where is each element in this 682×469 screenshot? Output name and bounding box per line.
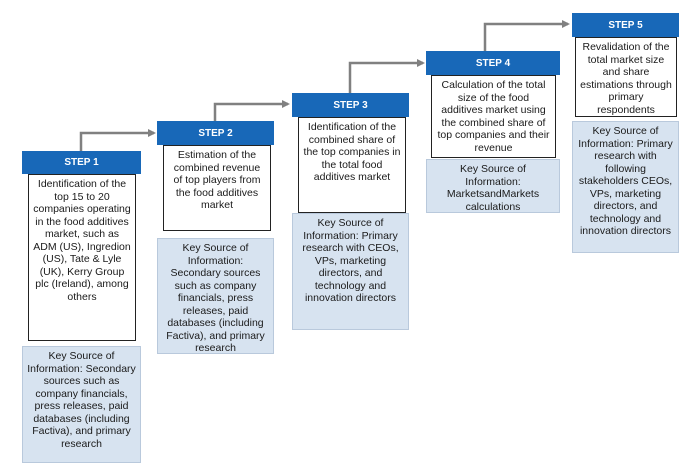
step-3-source: Key Source of Information: Primary resea…	[292, 213, 409, 330]
step-3-header: STEP 3	[292, 93, 409, 117]
connector-arrow-4-5	[483, 20, 570, 51]
step-5-source: Key Source of Information: Primary resea…	[572, 121, 679, 253]
step-2-source: Key Source of Information: Secondary sou…	[157, 238, 274, 354]
step-4-source: Key Source of Information: MarketsandMar…	[426, 159, 560, 213]
connector-arrow-2-3	[213, 100, 290, 121]
step-5-description: Revalidation of the total market size an…	[575, 37, 677, 117]
step-5-header: STEP 5	[572, 13, 679, 37]
step-2-description: Estimation of the combined revenue of to…	[163, 145, 271, 231]
step-1-header: STEP 1	[22, 151, 141, 174]
step-3-description: Identification of the combined share of …	[298, 117, 406, 213]
connector-arrow-1-2	[79, 129, 156, 151]
connector-arrow-3-4	[348, 59, 425, 93]
step-2-header: STEP 2	[157, 121, 274, 145]
step-1-source: Key Source of Information: Secondary sou…	[22, 346, 141, 463]
step-4-description: Calculation of the total size of the foo…	[431, 75, 556, 158]
step-4-header: STEP 4	[426, 51, 560, 75]
step-1-description: Identification of the top 15 to 20 compa…	[28, 174, 136, 341]
